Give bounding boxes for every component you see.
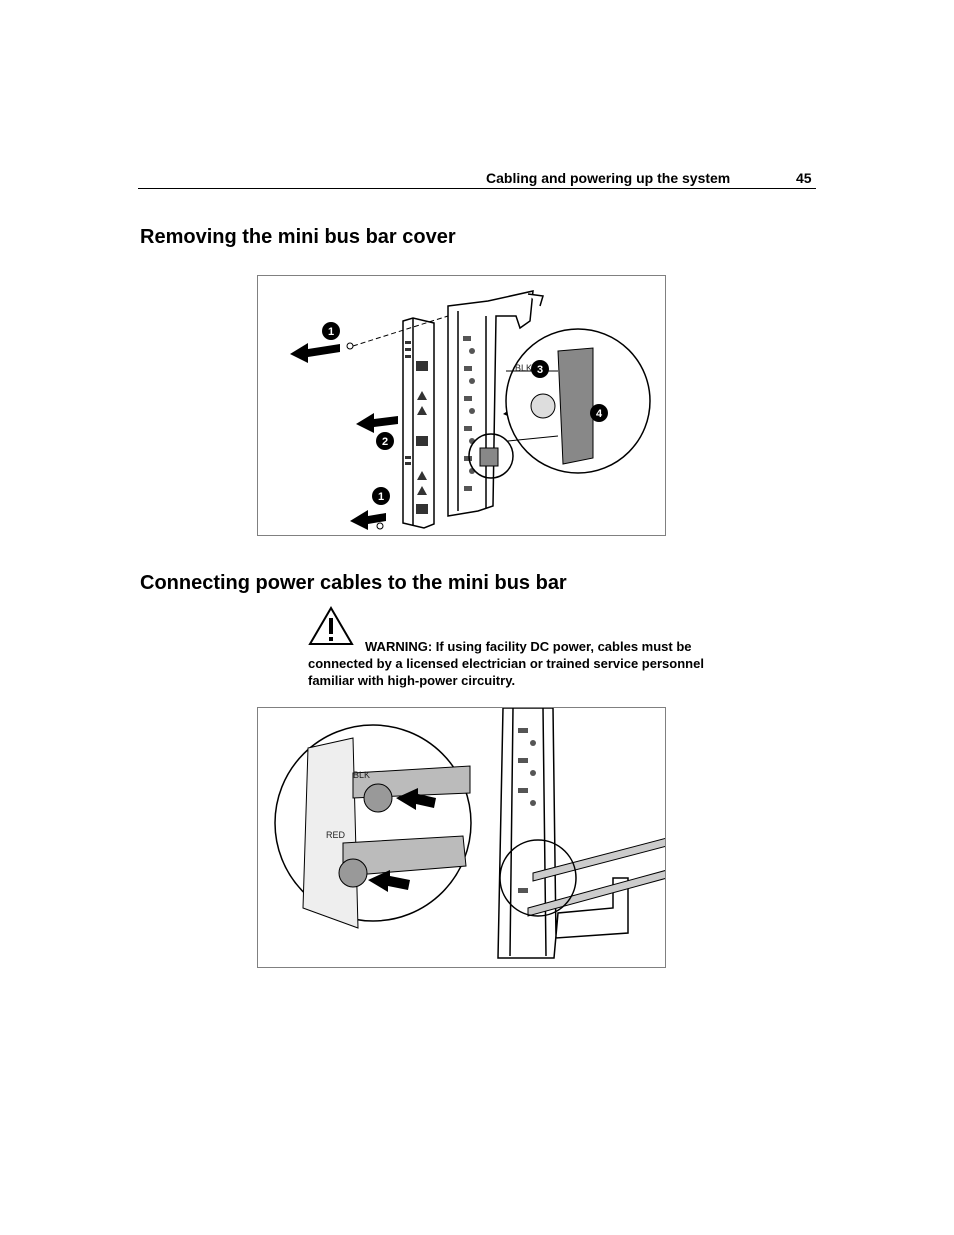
callout-label: 4	[596, 408, 603, 420]
rail-details	[463, 336, 475, 491]
detail-callout-circle: BLK RED	[274, 724, 472, 929]
callout-2: 2	[376, 432, 394, 450]
warning-triangle-icon	[308, 606, 354, 645]
small-detail-circle	[499, 839, 577, 917]
remove-cover-illustration: BLK 1 2 1 3 4	[290, 290, 651, 530]
callout-1-bottom: 1	[372, 487, 390, 505]
rail-details	[518, 728, 536, 893]
blk-label: BLK	[353, 770, 370, 780]
bus-bar-rail	[497, 708, 629, 959]
section-heading-remove-cover: Removing the mini bus bar cover	[140, 226, 456, 248]
connect-cables-illustration: BLK RED	[274, 708, 665, 959]
running-title: Cabling and powering up the system	[486, 170, 731, 186]
callout-4: 4	[590, 404, 608, 422]
header-rule	[138, 188, 816, 189]
callout-3: 3	[531, 360, 549, 378]
red-label: RED	[326, 830, 346, 840]
blk-label: BLK	[515, 363, 532, 373]
page-number: 45	[796, 170, 812, 186]
callout-1-top: 1	[322, 322, 340, 340]
section-heading-connect-cables: Connecting power cables to the mini bus …	[140, 572, 567, 594]
warning-text: WARNING: If using facility DC power, cab…	[308, 639, 704, 688]
callout-label: 3	[537, 364, 543, 376]
screw-paths	[346, 315, 449, 530]
callout-label: 2	[382, 436, 388, 448]
cover-markings	[405, 341, 428, 514]
figure-remove-cover: BLK 1 2 1 3 4	[257, 275, 666, 536]
power-cables-right	[527, 838, 665, 917]
callout-label: 1	[378, 491, 384, 503]
callout-label: 1	[328, 326, 334, 338]
figure-connect-cables: BLK RED	[257, 707, 666, 968]
